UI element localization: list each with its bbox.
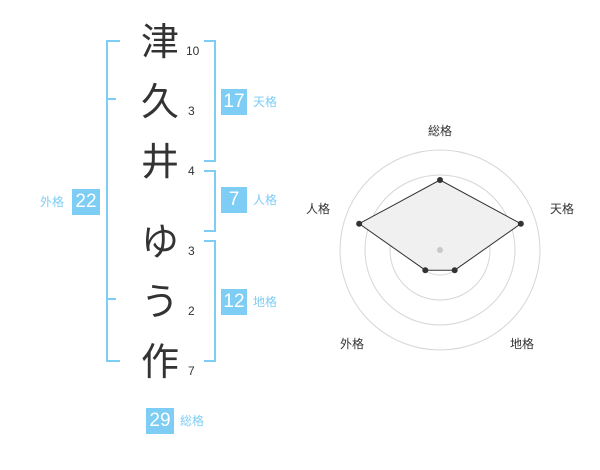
name-char-6: 作	[140, 340, 179, 384]
radar-axis-label-soukaku: 総格	[428, 124, 453, 138]
radar-axis-label-tenkaku: 天格	[550, 202, 575, 216]
radar-axis-label-chikaku: 地格	[510, 337, 535, 351]
gaikaku-bracket-tick	[106, 298, 116, 300]
gaikaku-bracket	[106, 40, 120, 362]
radar-axis-label-jinkaku: 人格	[306, 202, 331, 216]
chikaku-value-box: 12	[221, 289, 247, 315]
stroke-count-3: 4	[188, 164, 195, 178]
radar-value-area	[358, 179, 522, 271]
tenkaku-value-box: 17	[221, 89, 247, 115]
stroke-count-2: 3	[188, 104, 195, 118]
name-char-4: ゆ	[140, 220, 179, 264]
name-char-5: う	[140, 280, 179, 324]
chikaku-bracket	[204, 240, 216, 362]
radar-ring	[339, 149, 541, 351]
name-char-2: 久	[140, 80, 179, 124]
fortune-radar-chart	[339, 149, 541, 351]
stroke-count-1: 10	[186, 44, 200, 58]
gaikaku-label: 外格	[40, 195, 65, 209]
radar-point	[437, 177, 443, 183]
stroke-count-6: 7	[188, 364, 195, 378]
soukaku-label: 総格	[180, 414, 205, 428]
soukaku-value-box: 29	[146, 408, 174, 434]
stroke-count-4: 3	[188, 244, 195, 258]
tenkaku-bracket	[204, 40, 216, 162]
jinkaku-label: 人格	[253, 193, 278, 207]
radar-point	[422, 267, 429, 274]
radar-point	[451, 267, 458, 274]
gaikaku-value-box: 22	[72, 189, 100, 215]
name-char-3: 井	[140, 140, 179, 184]
gaikaku-bracket-tick	[106, 98, 116, 100]
jinkaku-bracket	[204, 170, 216, 232]
radar-center-dot	[437, 247, 443, 253]
jinkaku-value-box: 7	[221, 187, 247, 213]
radar-ring	[364, 174, 516, 326]
radar-point	[356, 220, 363, 227]
name-char-1: 津	[140, 20, 179, 64]
chikaku-label: 地格	[253, 295, 278, 309]
radar-axis-label-gaikaku: 外格	[340, 337, 365, 351]
stroke-count-5: 2	[188, 304, 195, 318]
tenkaku-label: 天格	[253, 95, 278, 109]
radar-point	[517, 220, 524, 227]
